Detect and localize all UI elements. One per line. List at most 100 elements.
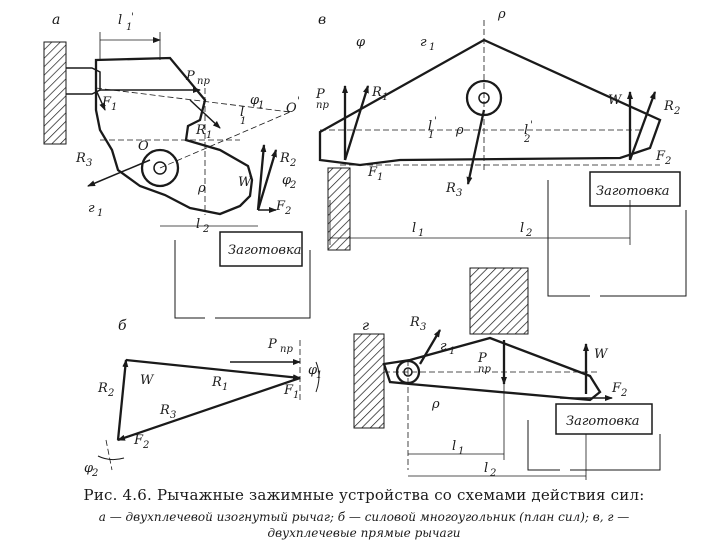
label-f: F [101, 95, 112, 110]
frame-g [527, 420, 661, 471]
force-arrow-r3-g [419, 329, 441, 365]
label-quote: ' [131, 12, 134, 23]
dash-line-b1 [105, 439, 113, 471]
panel-g-letter: г [362, 318, 369, 334]
label-r-4: R [371, 85, 382, 100]
force-arrow-f1-a [95, 89, 106, 111]
label-o: O [138, 139, 149, 154]
label-1-12: 1 [222, 382, 228, 393]
label-l-5: l [524, 123, 528, 138]
panel-a: а l 1 ' P пр F [43, 12, 311, 319]
force-arrow-r3-a [87, 159, 151, 187]
label-r-6: R [445, 181, 456, 196]
label-r-9: R [159, 403, 170, 418]
force-arrow-r2-b [116, 359, 129, 441]
frame-a [174, 240, 311, 319]
dash-line-a2 [159, 111, 291, 169]
label-2-12: 2 [620, 388, 627, 399]
plunger-g [469, 267, 529, 335]
figure-caption-title: Рис. 4.6. Рычажные зажимные устройства с… [83, 486, 645, 504]
label-l-9: l [484, 461, 488, 476]
label-quote-4: ' [530, 120, 533, 131]
label-1-13: 1 [293, 390, 299, 401]
figure-caption-line-3: двухплечевые прямые рычаги [267, 526, 461, 540]
label-r-7: R [211, 375, 222, 390]
label-o-2: O [286, 101, 297, 116]
label-l: l [118, 13, 122, 28]
label-rho-4: ρ [431, 397, 440, 412]
label-1-7: 1 [429, 42, 435, 53]
label-p-2: P [315, 87, 325, 102]
label-r-10: R [409, 315, 420, 330]
workpiece-box-a [219, 231, 303, 267]
label-f-3: F [367, 165, 378, 180]
fixed-support-a [43, 41, 67, 145]
pivot-pin-a [153, 161, 167, 175]
lever-v [318, 38, 662, 167]
label-2-6: 2 [523, 134, 530, 145]
label-2-4: 2 [289, 180, 296, 191]
label-r-3: R [279, 151, 290, 166]
label-1-5: 1 [97, 208, 103, 219]
label-1-9: 1 [428, 130, 434, 141]
label-1-14: 1 [316, 370, 322, 381]
label-w-2: W [608, 93, 623, 108]
label-r-8: R [97, 381, 108, 396]
label-pr-4: пр [478, 364, 491, 375]
label-1-4: 1 [240, 116, 246, 127]
label-2-7: 2 [664, 156, 671, 167]
label-2-3: 2 [202, 224, 209, 235]
label-l-6: l [412, 221, 416, 236]
workpiece-box-g [555, 403, 653, 435]
label-rho-3: ρ [455, 123, 464, 138]
label-phi-5: φ [84, 461, 94, 476]
label-quote-2: ' [297, 96, 300, 107]
label-workpiece: Заготовка [228, 243, 301, 258]
label-1-2: 1 [111, 102, 117, 113]
workpiece-box-v [589, 171, 681, 207]
label-1-11: 1 [418, 228, 424, 239]
pivot-circle-a [140, 148, 180, 188]
lever-diagram: а l 1 ' P пр F [43, 7, 687, 480]
label-2-9: 2 [107, 388, 114, 399]
force-arrow-w-a [256, 144, 267, 211]
label-w: W [238, 175, 253, 190]
label-r-2: R [75, 151, 86, 166]
frame-v [547, 180, 687, 297]
force-arrow-r1-v [343, 85, 370, 161]
label-1-3: 1 [206, 130, 212, 141]
label-quote-3: ' [434, 116, 437, 127]
label-2: 2 [289, 158, 296, 169]
label-2-8: 2 [525, 228, 532, 239]
label-l-7: l [520, 221, 524, 236]
label-1-8: 1 [382, 92, 388, 103]
label-l-4: l [428, 119, 432, 134]
label-phi-2: φ [282, 173, 292, 188]
plunger-v [327, 167, 351, 251]
label-pr: пр [197, 76, 210, 87]
label-l-8: l [452, 439, 456, 454]
label-phi: φ [250, 93, 260, 108]
label-w-3: W [140, 373, 155, 388]
panel-b-letter: б [118, 318, 127, 334]
force-polygon-b [117, 359, 301, 441]
label-1-6: 1 [258, 100, 264, 111]
label-phi-4: φ [308, 363, 318, 378]
panel-g: г R 3 г 1 P пр W F 2 ρ l 1 l 2 Заготовка [353, 267, 661, 480]
label-r-5: R [663, 99, 674, 114]
force-arrow-r3-b [117, 376, 301, 442]
label-rho: ρ [197, 181, 206, 196]
label-g: г [88, 201, 95, 216]
label-3-3: 3 [170, 410, 176, 421]
label-pr-2: пр [316, 100, 329, 111]
label-l-2: l [196, 217, 200, 232]
fixed-support-g [353, 333, 385, 429]
label-1: 1 [126, 22, 132, 33]
label-r: R [195, 123, 206, 138]
label-p: P [185, 69, 195, 84]
label-w-4: W [594, 347, 609, 362]
label-1-16: 1 [458, 446, 464, 457]
label-f-6: F [133, 433, 144, 448]
bent-lever-a [94, 56, 254, 216]
force-arrow-r1-b [125, 358, 301, 381]
